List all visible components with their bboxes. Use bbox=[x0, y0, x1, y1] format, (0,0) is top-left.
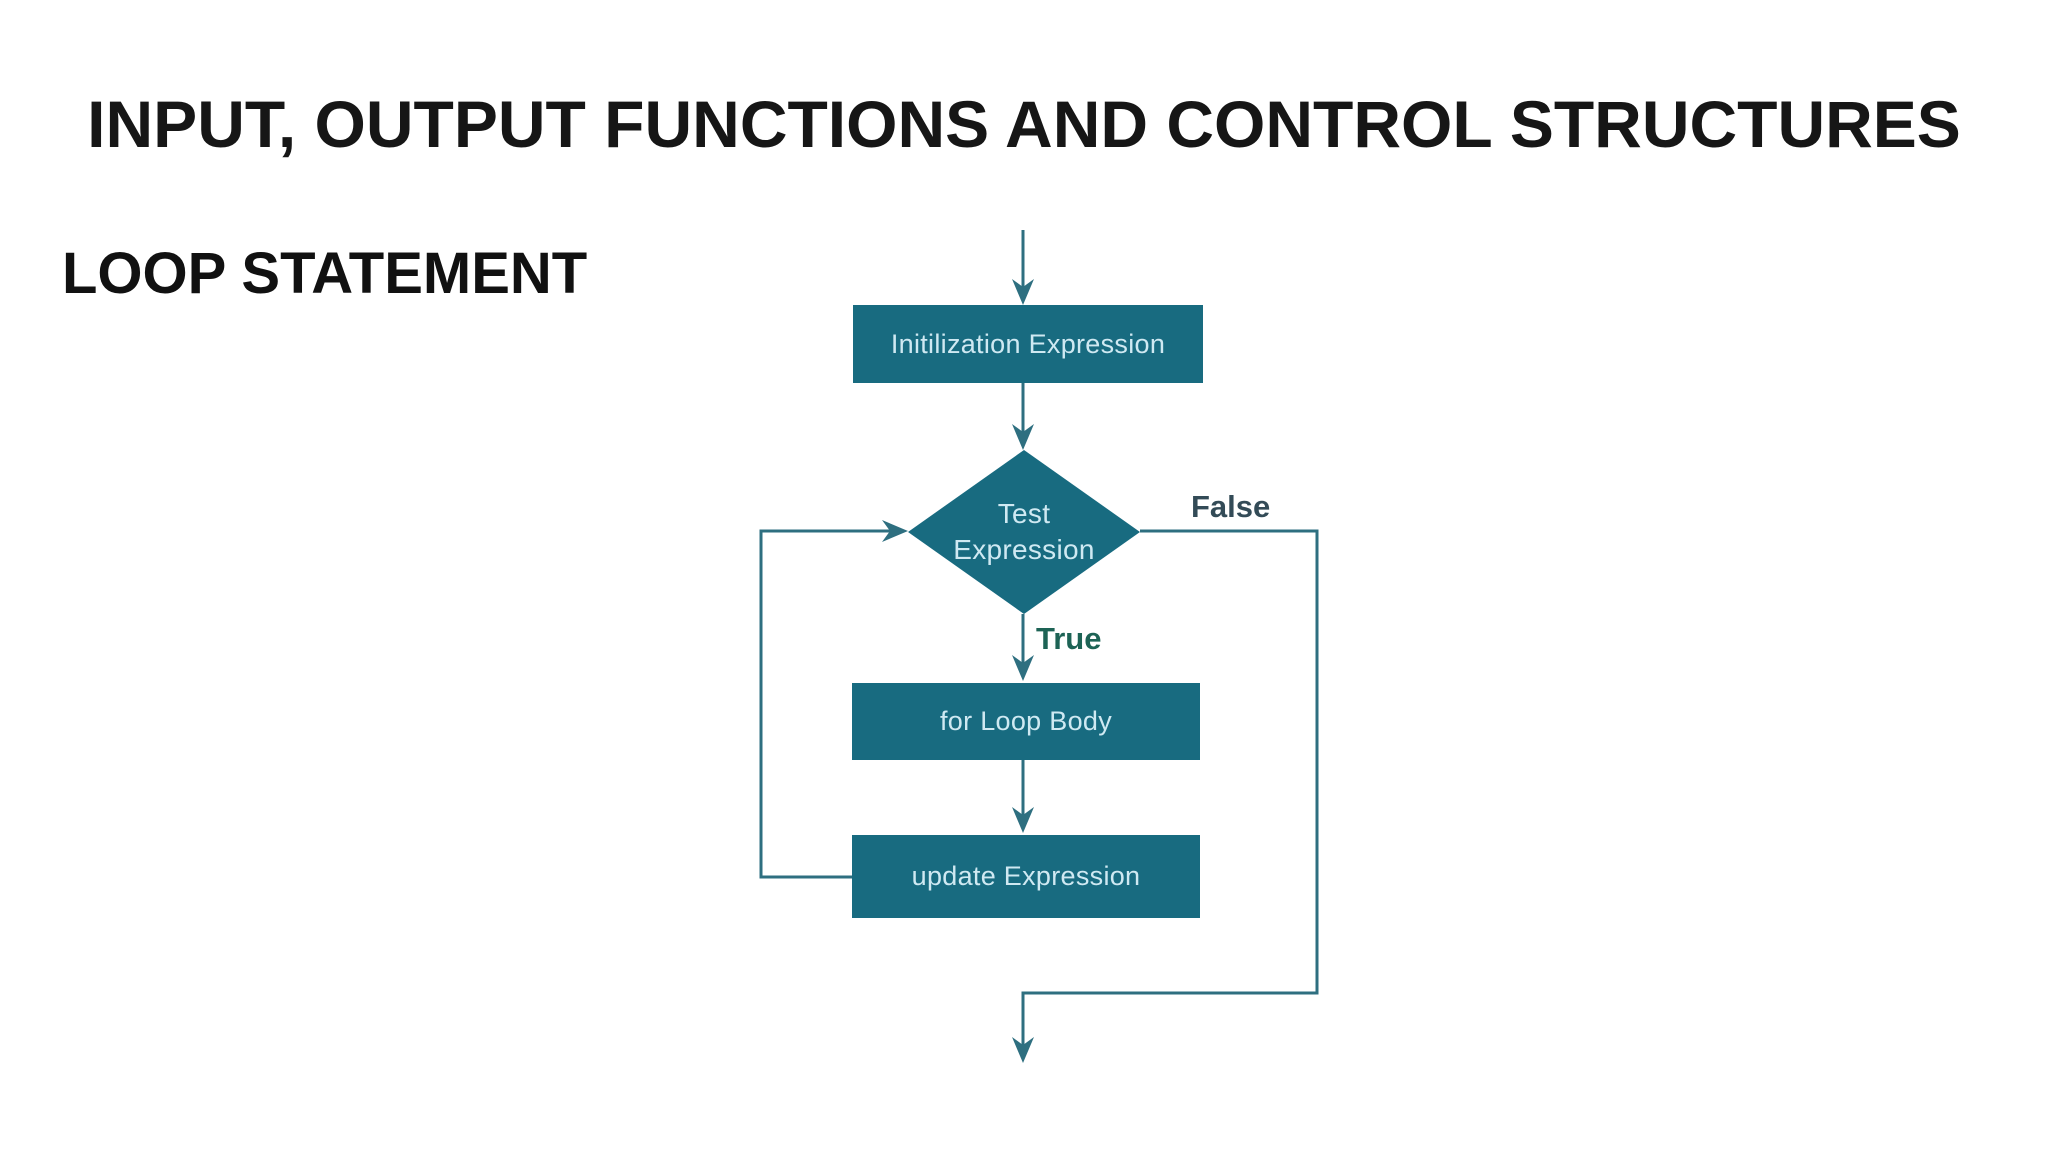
edge-label-false: False bbox=[1191, 489, 1271, 524]
node-for-loop-body-label: for Loop Body bbox=[939, 706, 1113, 736]
slide-subtitle: LOOP STATEMENT bbox=[62, 241, 588, 306]
connector-loop-back bbox=[759, 529, 899, 879]
node-update-expression: update Expression bbox=[852, 835, 1200, 918]
arrowhead-for-to-update bbox=[1012, 807, 1034, 833]
test-label-line1: Test bbox=[997, 497, 1051, 529]
slide-title: INPUT, OUTPUT FUNCTIONS AND CONTROL STRU… bbox=[87, 87, 1961, 161]
node-update-expression-label: update Expression bbox=[911, 861, 1141, 891]
decision-diamond bbox=[908, 450, 1140, 614]
arrowhead-loop-back bbox=[882, 520, 908, 542]
connector-false-exit bbox=[1021, 529, 1319, 1054]
arrowhead-true bbox=[1012, 655, 1034, 681]
arrowhead-entry bbox=[1012, 279, 1034, 305]
edge-label-true: True bbox=[1036, 621, 1102, 656]
node-for-loop-body: for Loop Body bbox=[852, 683, 1200, 760]
arrowhead-exit bbox=[1012, 1037, 1034, 1063]
node-initialization-label: Initilization Expression bbox=[890, 328, 1166, 359]
node-test-expression-label: Test Expression bbox=[924, 482, 1124, 582]
arrowhead-init-to-test bbox=[1012, 424, 1034, 450]
test-label-line2: Expression bbox=[953, 534, 1095, 565]
node-initialization-expression: Initilization Expression bbox=[853, 305, 1203, 383]
